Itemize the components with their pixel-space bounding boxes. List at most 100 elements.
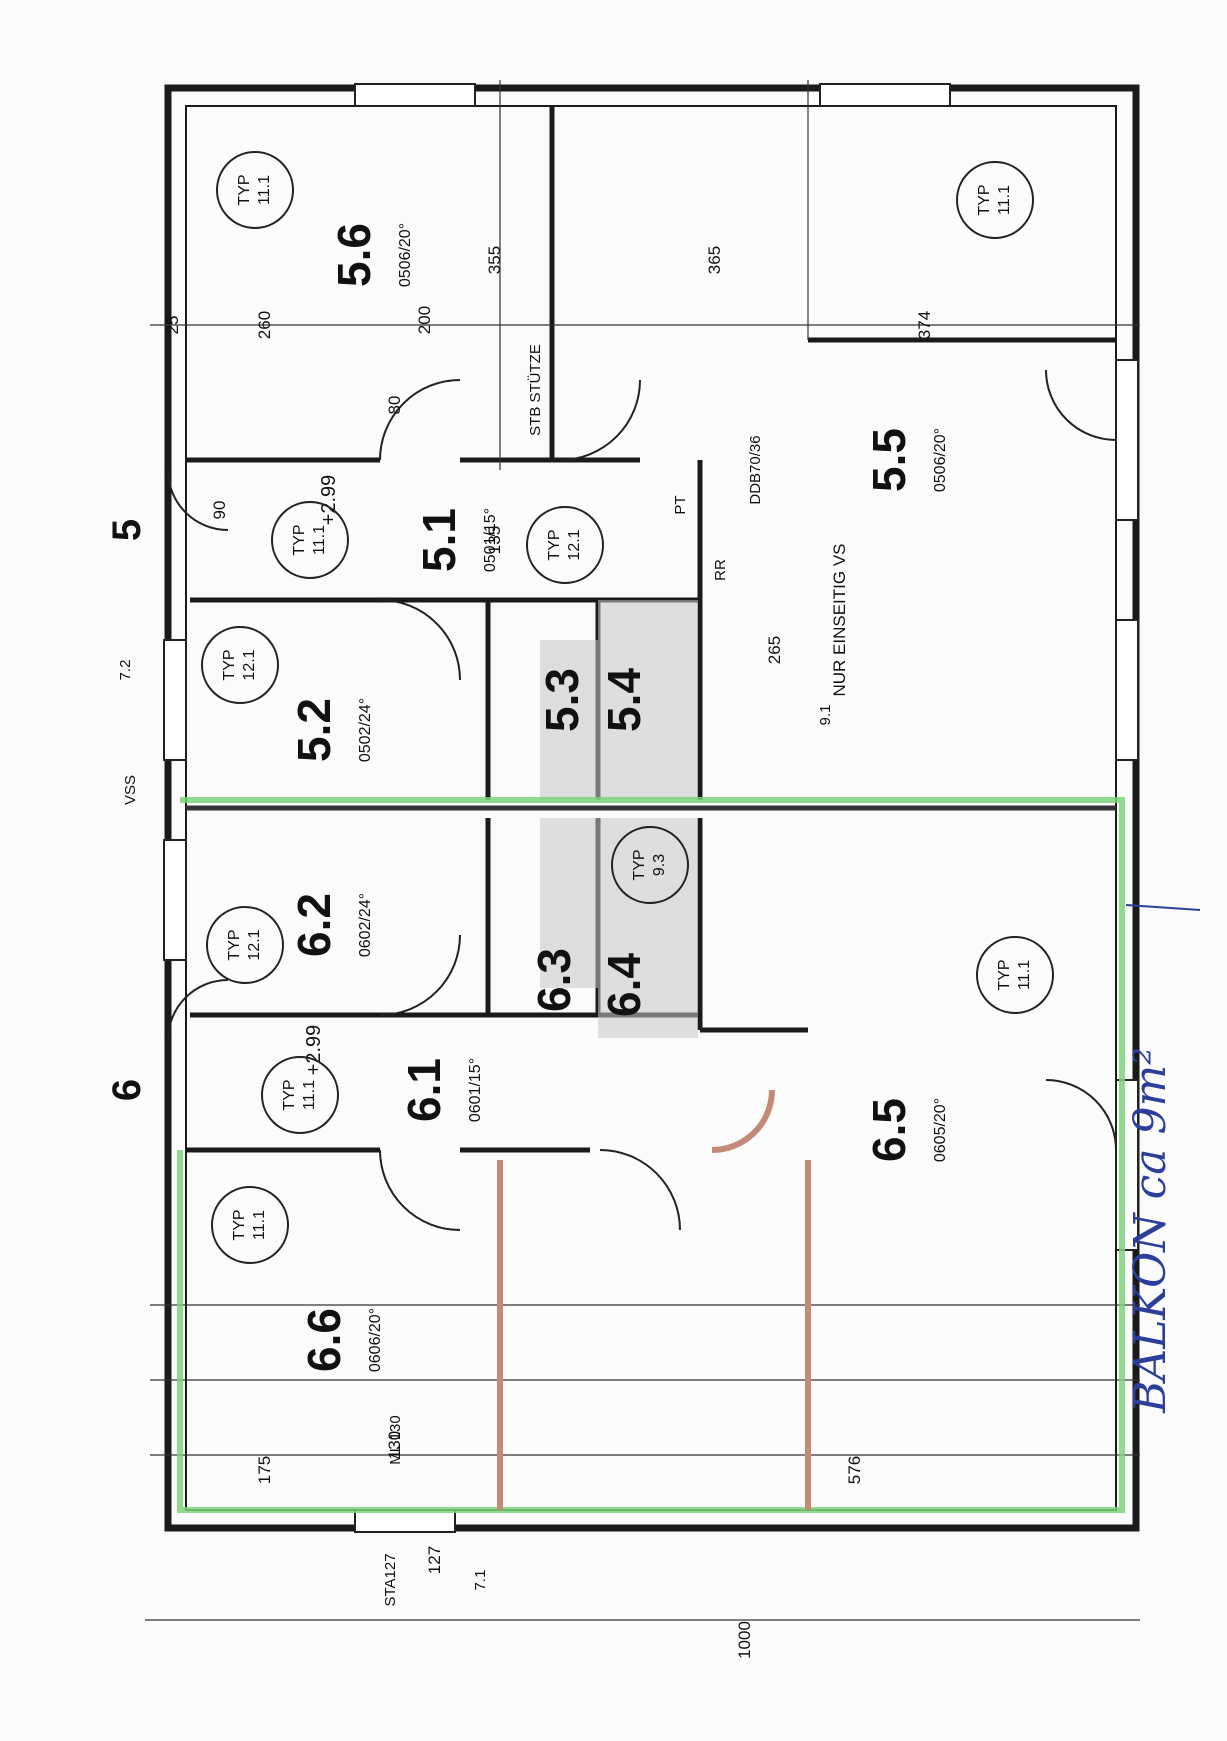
room-number-6-6: 6.6 bbox=[298, 1308, 350, 1372]
dimension-label: 175 bbox=[255, 1456, 274, 1484]
room-number-5-4: 5.4 bbox=[598, 668, 650, 732]
typ-number: 12.1 bbox=[566, 529, 583, 560]
grid-axis-6: 6 bbox=[105, 1079, 149, 1101]
balcony-area-note: BALKON ca 9m² bbox=[1125, 1047, 1176, 1414]
door-5-5 bbox=[559, 379, 641, 461]
typ-number: 11.1 bbox=[301, 1080, 318, 1110]
dimension-label: 127 bbox=[425, 1546, 444, 1574]
typ-circle bbox=[976, 936, 1054, 1014]
typ-circle bbox=[201, 626, 279, 704]
room-size-label: 0605/20° bbox=[932, 1098, 949, 1162]
typ-label: TYP bbox=[231, 1209, 248, 1240]
room-number-6-3: 6.3 bbox=[528, 948, 580, 1012]
typ-circle bbox=[526, 506, 604, 584]
door-swings bbox=[167, 369, 1117, 1231]
typ-number: 11.1 bbox=[996, 185, 1013, 215]
window-bottom-left bbox=[354, 1509, 456, 1533]
room-size-label: 0506/20° bbox=[397, 223, 414, 287]
plan-label: 9.1 bbox=[817, 705, 834, 726]
plan-label: VSS bbox=[122, 775, 139, 805]
typ-circle bbox=[206, 906, 284, 984]
typ-label: TYP bbox=[226, 929, 243, 960]
plan-label: 7.2 bbox=[117, 660, 134, 681]
dimension-label: 130 bbox=[385, 1431, 404, 1459]
plan-label: RR bbox=[712, 559, 729, 581]
typ-number: 11.1 bbox=[1016, 960, 1033, 990]
handwritten-annotation bbox=[1125, 904, 1201, 911]
plan-label: DDB70/36 bbox=[747, 435, 764, 504]
window-left-6 bbox=[163, 839, 187, 961]
typ-number: 11.1 bbox=[311, 525, 328, 555]
room-size-label: 0502/24° bbox=[357, 698, 374, 762]
room-size-label: 0506/20° bbox=[932, 428, 949, 492]
wet-area-5 bbox=[598, 600, 698, 800]
dimension-label: 80 bbox=[385, 396, 404, 415]
typ-circle bbox=[956, 161, 1034, 239]
window-right-2 bbox=[1115, 619, 1139, 761]
level-marker: +2.99 bbox=[303, 1025, 325, 1076]
annotation-pointer bbox=[1125, 904, 1201, 911]
plan-label: STA127 bbox=[382, 1553, 399, 1606]
shaft-5 bbox=[540, 640, 598, 800]
dimension-label: 576 bbox=[845, 1456, 864, 1484]
green-outline-unit-6 bbox=[177, 797, 1125, 1513]
door-6-1 bbox=[379, 934, 461, 1016]
typ-label: TYP bbox=[221, 649, 238, 680]
room-number-6-5: 6.5 bbox=[863, 1098, 915, 1162]
dimension-label: 374 bbox=[915, 311, 934, 339]
room-number-6-2: 6.2 bbox=[288, 893, 340, 957]
plan-label: PT bbox=[672, 495, 689, 514]
room-size-label: 0501/15° bbox=[482, 508, 499, 572]
typ-label: TYP bbox=[546, 529, 563, 560]
dimension-label: 135 bbox=[485, 526, 504, 554]
typ-number: 11.1 bbox=[251, 1210, 268, 1240]
balcony-markup bbox=[497, 1089, 811, 1510]
room-number-5-3: 5.3 bbox=[536, 668, 588, 732]
balcony-door-arc bbox=[711, 1089, 775, 1153]
dimension-label: 200 bbox=[415, 306, 434, 334]
shaded-wet-areas bbox=[540, 600, 698, 1038]
room-size-label: 0602/24° bbox=[357, 893, 374, 957]
dimension-label: 265 bbox=[765, 636, 784, 664]
typ-label: TYP bbox=[236, 174, 253, 205]
window-top-left bbox=[354, 83, 476, 107]
typ-label: TYP bbox=[631, 849, 648, 880]
typ-label: TYP bbox=[281, 1079, 298, 1110]
balcony-outline bbox=[497, 1160, 811, 1510]
dimension-lines bbox=[145, 80, 1140, 1621]
room-size-label: 0601/15° bbox=[467, 1058, 484, 1122]
window-right-1 bbox=[1115, 359, 1139, 521]
typ-circle bbox=[261, 1056, 339, 1134]
typ-label: TYP bbox=[976, 184, 993, 215]
door-balcony-5 bbox=[1045, 369, 1117, 441]
shaft-6 bbox=[540, 818, 598, 988]
window-top-right bbox=[819, 83, 951, 107]
door-6-6 bbox=[379, 1149, 461, 1231]
grid-axis-5: 5 bbox=[105, 519, 149, 541]
typ-number: 12.1 bbox=[241, 649, 258, 680]
door-balcony-6 bbox=[1045, 1079, 1117, 1151]
door-entry-6 bbox=[167, 979, 229, 1041]
typ-circle bbox=[211, 1186, 289, 1264]
typ-number: 11.1 bbox=[256, 175, 273, 205]
green-markup bbox=[177, 797, 1125, 1513]
door-entry-5 bbox=[167, 469, 229, 531]
dimension-label: 1000 bbox=[735, 1621, 754, 1659]
typ-number: 12.1 bbox=[246, 929, 263, 960]
dimension-label: 365 bbox=[705, 246, 724, 274]
dimension-label: 355 bbox=[485, 246, 504, 274]
room-number-6-4: 6.4 bbox=[598, 953, 650, 1017]
dimension-label: 25 bbox=[163, 316, 182, 335]
typ-circle bbox=[611, 826, 689, 904]
room-size-label: 0606/20° bbox=[367, 1308, 384, 1372]
typ-circle bbox=[271, 501, 349, 579]
level-marker: +2.99 bbox=[318, 475, 340, 526]
window-left-5 bbox=[163, 639, 187, 761]
building-outline bbox=[164, 84, 1140, 1532]
dimension-label: 260 bbox=[255, 311, 274, 339]
room-number-5-2: 5.2 bbox=[288, 698, 340, 762]
room-note: NUR EINSEITIG VS bbox=[830, 543, 849, 696]
room-number-5-1: 5.1 bbox=[413, 508, 465, 572]
